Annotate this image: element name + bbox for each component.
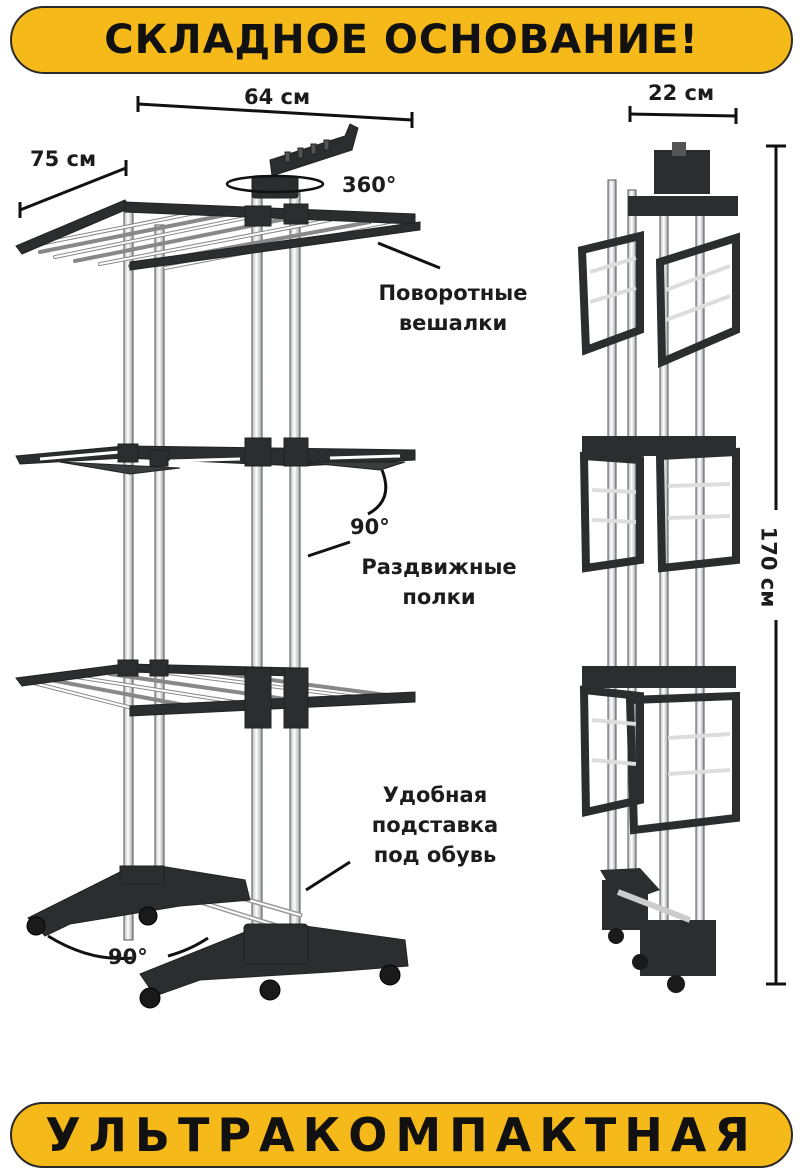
folded-rack (577, 142, 740, 993)
rotation-label: 360° (342, 173, 397, 197)
sliding-shelves-line-2: полки (402, 585, 476, 609)
rotating-hangers-line-1: Поворотные (378, 281, 528, 305)
shoe-stand-line-3: под обувь (373, 843, 497, 867)
shelf-angle-label: 90° (350, 515, 390, 539)
shoe-stand-line-1: Удобная (382, 783, 488, 807)
width-label: 64 см (244, 85, 311, 109)
sliding-shelves-line-1: Раздвижные (361, 555, 517, 579)
top-banner: СКЛАДНОЕ ОСНОВАНИЕ! (10, 6, 793, 74)
sliding-shelves-label: Раздвижные полки (354, 552, 524, 612)
folded-width-label: 22 см (648, 81, 715, 105)
base-angle-label: 90° (108, 945, 148, 969)
dimension-lines (18, 96, 441, 960)
bottom-banner-text: УЛЬТРАКОМПАКТНАЯ (45, 1108, 758, 1162)
rotating-hangers-label: Поворотные вешалки (372, 278, 534, 338)
shoe-stand-line-2: подставка (371, 813, 499, 837)
rotating-hangers-line-2: вешалки (398, 311, 508, 335)
bottom-banner: УЛЬТРАКОМПАКТНАЯ (10, 1102, 793, 1168)
shoe-stand-label: Удобная подставка под обувь (350, 780, 520, 870)
top-banner-text: СКЛАДНОЕ ОСНОВАНИЕ! (104, 17, 699, 63)
depth-label: 75 см (30, 147, 97, 171)
unfolded-rack (15, 123, 421, 1009)
height-label: 170 см (756, 526, 781, 608)
